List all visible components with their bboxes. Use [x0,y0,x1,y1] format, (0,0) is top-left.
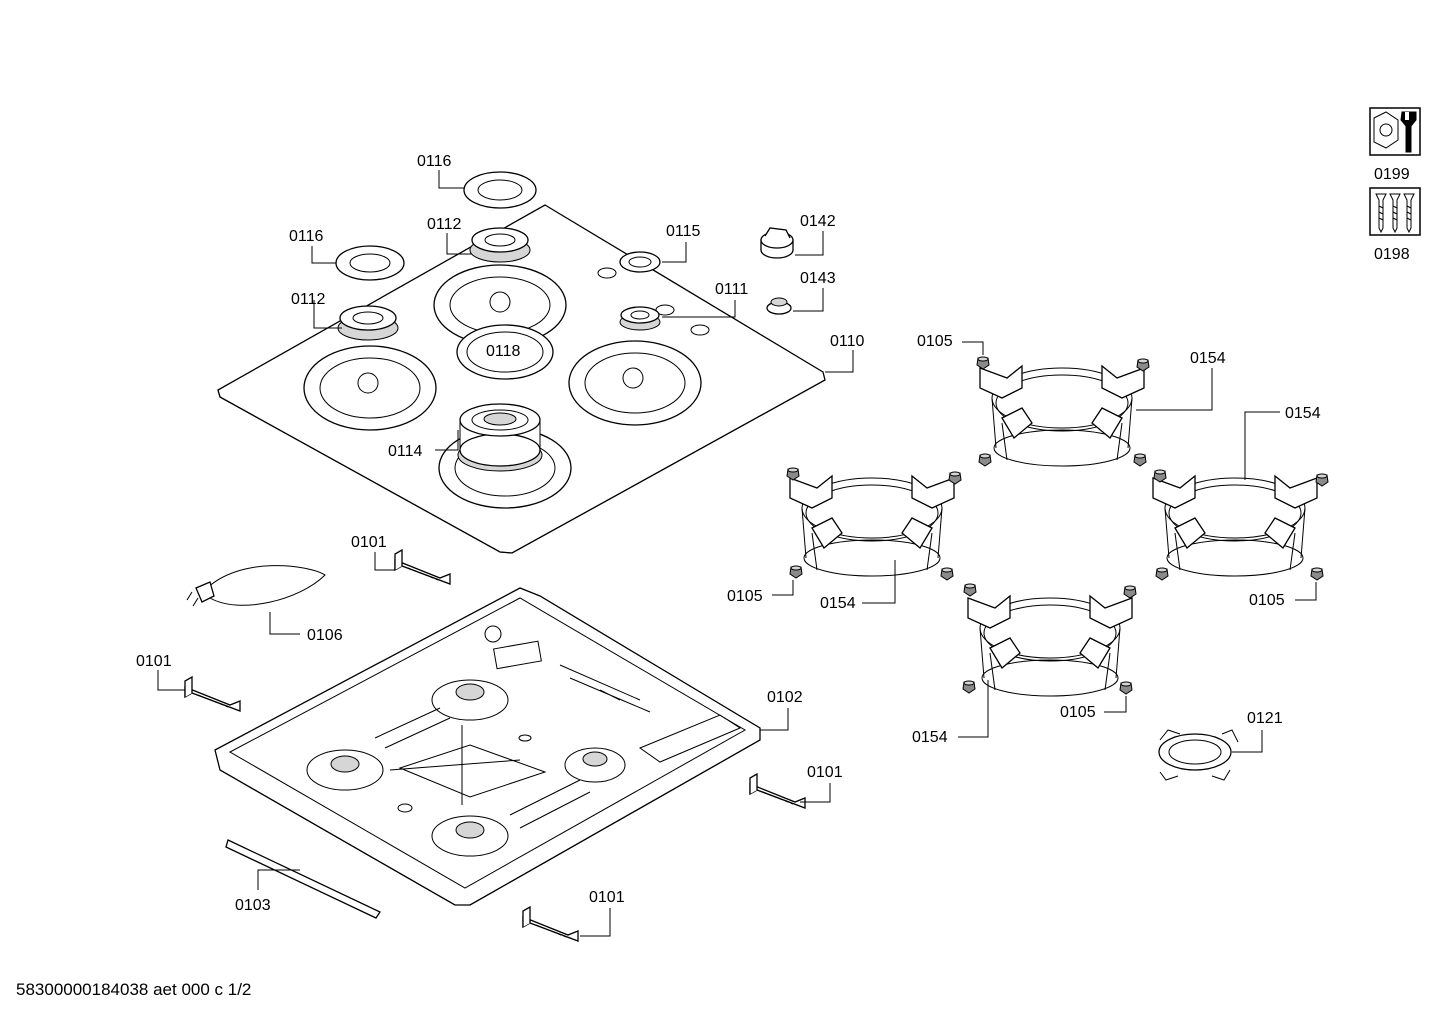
label-0142: 0142 [800,213,836,230]
rubber-feet-0105 [786,356,1329,695]
wrench-icon [1369,107,1421,156]
label-0101d: 0101 [589,889,625,906]
part-0114-burner [457,403,543,472]
mounting-bracket-0101-bottom [522,906,579,942]
mounting-bracket-0101-right [749,773,806,809]
label-0199: 0199 [1374,166,1410,183]
label-0154b: 0154 [1285,405,1321,422]
label-0116b: 0116 [289,228,324,245]
mounting-bracket-0101-left [184,676,241,712]
leader-lines-grates [772,341,1317,738]
label-0101b: 0101 [136,653,172,670]
part-0115-cap [619,251,661,273]
power-cord-0106 [186,565,326,607]
part-0116-cap-b [335,245,405,281]
part-0111-burner [619,306,661,331]
label-0116a: 0116 [417,153,452,170]
label-0103: 0103 [235,897,271,914]
label-0115: 0115 [666,223,701,240]
label-0111: 0111 [715,281,748,298]
base-tray-0102 [214,587,761,906]
label-0106: 0106 [307,627,343,644]
pan-support-right [1152,475,1318,577]
label-0110: 0110 [830,333,865,350]
label-0121: 0121 [1247,710,1283,727]
label-0105c: 0105 [1249,592,1285,609]
part-0142-knob [760,227,794,259]
pan-support-left [789,475,955,577]
screws-icon [1369,187,1421,236]
label-0118: 0118 [486,343,521,360]
leader-lines-cooktop [311,170,854,451]
part-labels: 0116 0116 0112 0112 0115 0142 0143 0111 … [136,153,1410,914]
label-0101c: 0101 [807,764,843,781]
label-0143: 0143 [800,270,836,287]
document-footer: 58300000184038 aet 000 c 1/2 [16,980,252,999]
label-0198: 0198 [1374,246,1410,263]
label-0154d: 0154 [912,729,948,746]
part-0116-cap-a [463,171,537,209]
label-0102: 0102 [767,689,803,706]
part-0112-burner-b [337,305,399,341]
label-0105b: 0105 [727,588,763,605]
part-0121-adapter [1158,729,1239,781]
part-0112-burner-a [469,227,531,263]
pan-support-top [979,365,1145,467]
mounting-bracket-0101-top [394,549,451,585]
label-0114: 0114 [388,443,423,460]
part-0118-ring [456,324,554,380]
label-0101a: 0101 [351,534,387,551]
label-0112b: 0112 [291,291,326,308]
label-0154c: 0154 [820,595,856,612]
label-0105a: 0105 [917,333,953,350]
label-0154a: 0154 [1190,350,1226,367]
part-0143-fixing [766,297,792,315]
label-0112a: 0112 [427,216,462,233]
seal-strip-0103 [225,839,381,919]
pan-support-bottom [967,595,1133,697]
label-0105d: 0105 [1060,704,1096,721]
leader-lines-base [157,552,1263,937]
